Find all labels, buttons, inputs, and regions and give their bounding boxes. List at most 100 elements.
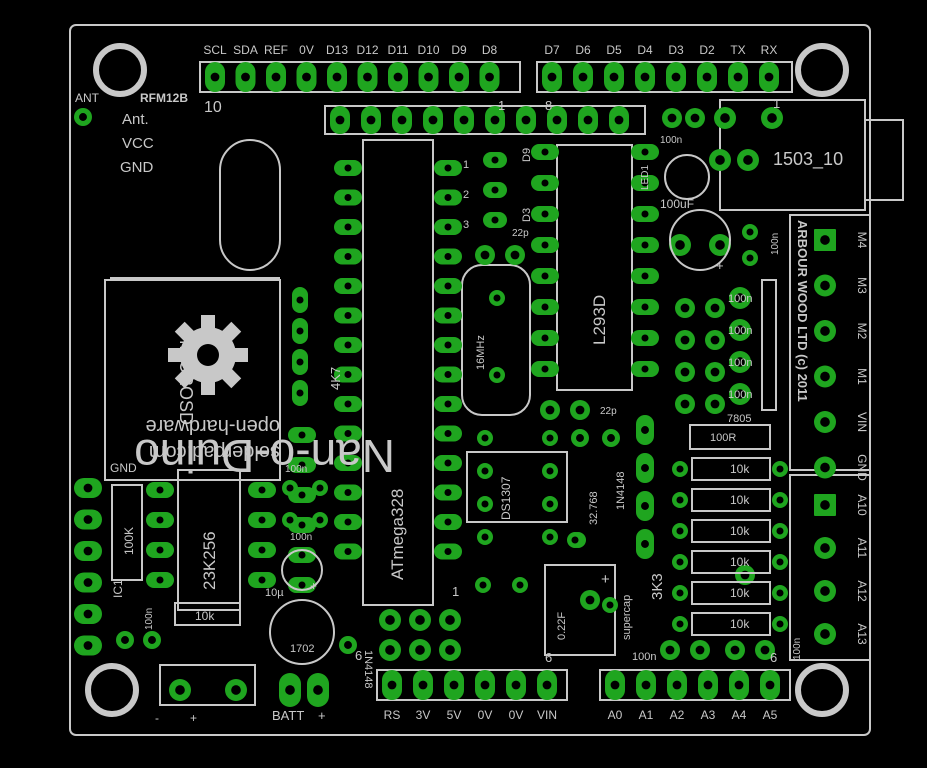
pad-drill [444, 547, 452, 556]
header-outline [324, 105, 646, 135]
pad-drill [735, 389, 745, 399]
header-label-rx: RX [761, 43, 778, 57]
cap-22p-top-label: 22p [512, 228, 529, 239]
header-pin1-label: 1 [498, 98, 505, 113]
microsd-outline [104, 279, 281, 481]
pad-drill [344, 311, 352, 320]
batt-pin6-label: 6 [355, 648, 362, 663]
analog-label-a0: A0 [608, 708, 623, 722]
pad-drill [820, 586, 830, 596]
cap-100uf-label: 100uF [660, 197, 694, 211]
pad-drill [820, 500, 830, 510]
pad-drill [344, 488, 352, 497]
batt-label: BATT [272, 708, 304, 723]
open-hardware-gear-icon [168, 315, 248, 395]
header-label-d12: D12 [356, 43, 378, 57]
pad-drill [385, 645, 395, 655]
pad-drill [610, 680, 620, 690]
pad-drill [541, 272, 549, 280]
header-label-d7: D7 [544, 43, 560, 57]
cap-10u-label: 10µ [265, 587, 284, 599]
pad-drill [680, 367, 690, 377]
pad-drill [710, 367, 720, 377]
pad-drill [695, 645, 705, 655]
pad-drill [740, 570, 750, 580]
pad-drill [606, 601, 614, 609]
pad-drill [344, 429, 352, 438]
pad-drill [363, 72, 372, 82]
pad-drill [746, 228, 754, 236]
pad-drill [541, 179, 549, 187]
pad-drill [121, 636, 129, 644]
d9-pin3-label: 3 [463, 219, 469, 231]
analog-terminal-label-a10: A10 [855, 494, 869, 516]
header-label-d8: D8 [482, 43, 498, 57]
ds1307-label: DS1307 [499, 476, 513, 520]
pad-drill [641, 426, 649, 434]
pad-drill [746, 254, 754, 262]
pad-drill [393, 72, 403, 82]
motor-label-m4: M4 [855, 232, 869, 249]
pad-drill [546, 434, 554, 442]
pad-drill [481, 467, 489, 475]
header-label-d9: D9 [451, 43, 467, 57]
pad-drill [820, 326, 830, 336]
header-label-d10: D10 [417, 43, 439, 57]
icsp-pin1-label: 1 [452, 584, 459, 599]
res-10k-3-label: 10k [730, 524, 750, 538]
pad-drill [675, 240, 685, 250]
pad-drill [271, 72, 281, 82]
sram-label: 23K256 [200, 531, 219, 590]
power-label-1: 3V [416, 708, 431, 722]
cap-100n-d-label: 100n [728, 389, 752, 401]
pad-drill [516, 581, 524, 589]
regulator-outline [761, 279, 777, 411]
pad-drill [703, 680, 713, 690]
power-label-0: RS [384, 708, 401, 722]
d9-pin1-label: 1 [463, 159, 469, 171]
pad-drill [510, 250, 520, 260]
analog-label-a2: A2 [670, 708, 685, 722]
header-pin8-label: 8 [545, 98, 552, 113]
pad-drill [449, 680, 459, 690]
pad-drill [444, 488, 452, 497]
d9-pin2-label: 2 [463, 189, 469, 201]
pad-drill [480, 680, 490, 690]
pad-drill [546, 500, 554, 508]
pad-drill [730, 645, 740, 655]
board-name-label: Nan-o-Duino [134, 430, 395, 482]
pad-drill [546, 467, 554, 475]
pad-drill [444, 164, 452, 172]
pad-drill [444, 459, 452, 467]
pad-drill [541, 303, 549, 311]
pad-drill [296, 296, 304, 304]
pad-drill [491, 216, 499, 224]
motor-label-vin: VIN [855, 412, 869, 432]
crystal-label: 16MHz [475, 335, 487, 370]
pad-drill [387, 680, 397, 690]
pad-drill [491, 156, 499, 164]
pad-drill [583, 115, 593, 125]
pad-drill [444, 311, 452, 320]
pad-drill [641, 210, 649, 218]
osh-label-line1: open-hardware [145, 415, 280, 437]
pad-drill [676, 496, 684, 504]
pad-drill [445, 615, 455, 625]
power-label-4: 0V [509, 708, 524, 722]
pad-drill [285, 685, 295, 695]
analog-label-a3: A3 [701, 708, 716, 722]
pad-drill [444, 400, 452, 408]
pad-drill [764, 72, 774, 82]
header-label-d3: D3 [668, 43, 684, 57]
pad-drill [641, 272, 649, 280]
pad-drill [710, 303, 720, 313]
analog-terminal-label-a13: A13 [855, 623, 869, 645]
pad-drill [776, 620, 784, 628]
pad-drill [546, 533, 554, 541]
osh-label-line2: solderpad.com [149, 441, 280, 463]
cap-100n-power-label: 100n [660, 135, 682, 146]
atmega-label: ATmega328 [388, 489, 407, 580]
pad-drill [344, 641, 352, 649]
cap-100n-reg-label: 100n [770, 233, 781, 255]
battery-holder-outline [219, 139, 281, 271]
